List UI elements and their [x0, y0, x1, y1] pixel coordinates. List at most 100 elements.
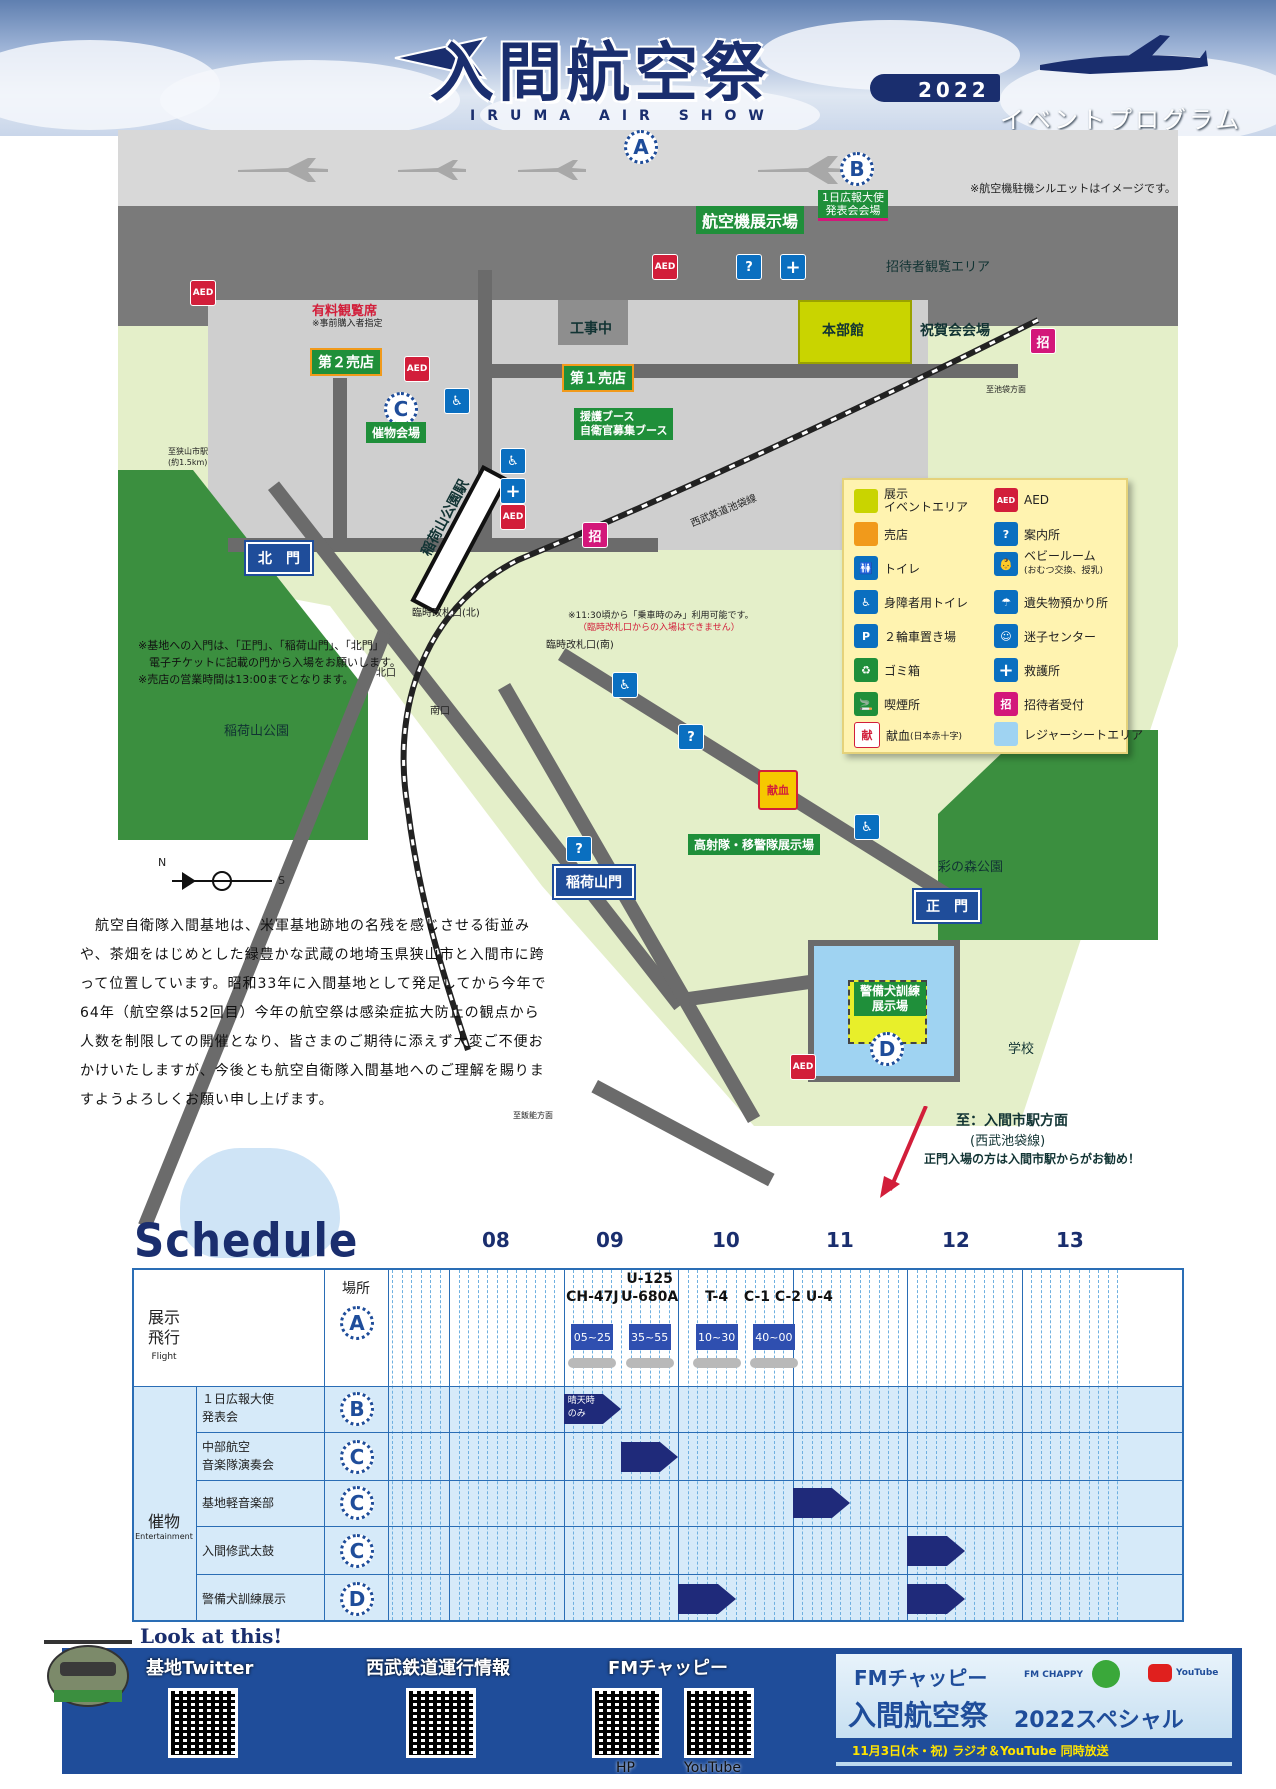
lost-found-icon: ☂ — [994, 590, 1018, 614]
qr-title: FMチャッピー — [608, 1658, 729, 1679]
place-marker-a: A — [340, 1306, 374, 1340]
seibu-qr-code[interactable] — [406, 1688, 476, 1758]
grid-line — [735, 1270, 737, 1620]
marker-b: B — [840, 152, 874, 186]
paid-seats-label: 有料観覧席 — [312, 304, 378, 319]
aircraft-display-label: 航空機展示場 — [696, 206, 805, 234]
grid-line — [1040, 1270, 1042, 1620]
shop-swatch — [854, 522, 878, 546]
fm-youtube-qr-code[interactable] — [684, 1688, 754, 1758]
grid-line — [1098, 1270, 1100, 1620]
grid-line — [830, 1270, 832, 1620]
event-label: １日広報大使 発表会 — [202, 1392, 275, 1424]
blood-donation-icon: 献 — [854, 722, 880, 748]
grid-line — [516, 1270, 518, 1620]
flight-aircraft-name: CH-47J — [566, 1289, 619, 1305]
grid-line — [916, 1270, 918, 1620]
legend-item: ☺迷子センター — [994, 624, 1096, 648]
info-icon: ? — [994, 522, 1018, 546]
grid-line — [1031, 1270, 1033, 1620]
schedule-bar — [907, 1536, 965, 1566]
grid-line — [535, 1270, 537, 1620]
event-label: 入間修武太鼓 — [202, 1544, 275, 1558]
grid-line — [563, 1270, 565, 1620]
lost-child-icon: ☺ — [994, 624, 1018, 648]
jet-silhouette-icon — [394, 36, 488, 80]
headquarters-label: 本部館 — [822, 323, 864, 339]
divider — [388, 1270, 389, 1620]
schedule-bar-body — [907, 1584, 947, 1614]
temp-exit-north-label: 臨時改札口(北) — [412, 608, 480, 619]
grid-line — [935, 1270, 937, 1620]
fm-special-banner[interactable]: FMチャッピー FM CHAPPY YouTube 入間航空祭 2022スペシャ… — [836, 1654, 1232, 1766]
place-marker: C — [340, 1440, 374, 1474]
grid-line — [678, 1270, 680, 1620]
grid-line — [582, 1270, 584, 1620]
schedule-grid — [134, 1270, 1182, 1620]
to-ikebukuro-label: 至池袋方面 — [986, 385, 1026, 394]
toilet-icon: 🚻 — [854, 556, 878, 580]
south-exit-label: 南口 — [430, 706, 450, 717]
grid-line — [850, 1270, 851, 1620]
schedule-bar-body — [907, 1536, 947, 1566]
grid-line — [859, 1270, 861, 1620]
grid-line — [1079, 1270, 1080, 1620]
aed-icon: AED — [790, 1054, 816, 1080]
ambassador-venue-label: 1日広報大使 発表会会場 — [818, 190, 888, 221]
grid-line — [964, 1270, 966, 1620]
aed-icon: AED — [652, 254, 678, 280]
shop1-label: 第１売店 — [562, 364, 634, 392]
accessible-toilet-icon: ♿ — [444, 388, 470, 414]
schedule-bar-body — [563, 1394, 603, 1424]
look-at-this-title: Look at this! — [140, 1624, 283, 1648]
grid-line — [983, 1270, 985, 1620]
direction-arrow-icon — [880, 1106, 928, 1198]
schedule-bar-tip — [717, 1584, 736, 1614]
gate-note-line: 電子チケットに記載の門から入場をお願いします。 — [138, 656, 401, 669]
schedule-bar — [907, 1584, 965, 1614]
legend-item: ♻ゴミ箱 — [854, 658, 920, 682]
schedule-table: 展示 飛行 Flight 催物 Entertainment 場所 A １日広報大… — [132, 1268, 1184, 1622]
hour-label: 10 — [712, 1228, 740, 1252]
grid-line — [897, 1270, 899, 1620]
grid-line — [888, 1270, 890, 1620]
guest-reception-icon: 招 — [994, 692, 1018, 716]
main-gate: 正 門 — [914, 890, 980, 922]
grid-line — [811, 1270, 813, 1620]
schedule-bar-tip — [603, 1394, 621, 1424]
accessible-toilet-icon: ♿ — [500, 448, 526, 474]
first-aid-icon: + — [780, 254, 806, 280]
grid-line — [1012, 1270, 1014, 1620]
divider — [196, 1574, 1182, 1575]
hour-label: 08 — [482, 1228, 510, 1252]
legend-item: ☂遺失物預かり所 — [994, 590, 1108, 614]
grid-line — [573, 1270, 575, 1620]
transport-plane-icon — [1040, 35, 1208, 74]
legend-item: 献献血(日本赤十字) — [854, 722, 962, 748]
exit-note-2: （臨時改札口からの入場はできません） — [578, 623, 740, 633]
grid-line — [525, 1270, 527, 1620]
info-icon: ? — [678, 724, 704, 750]
place-marker: D — [340, 1582, 374, 1616]
legend-item: 🚬喫煙所 — [854, 692, 920, 716]
booth-label: 援護ブース 自衛官募集ブース — [574, 408, 674, 440]
schedule-bar-note: 晴天時 のみ — [567, 1396, 595, 1419]
grid-line — [1069, 1270, 1071, 1620]
guest-reception-icon: 招 — [1030, 328, 1056, 354]
fm-hp-qr-code[interactable] — [592, 1688, 662, 1758]
event-label: 中部航空 音楽隊演奏会 — [202, 1440, 275, 1472]
grid-line — [392, 1270, 393, 1620]
venue-map: 稲荷山公園駅 A B C D ※航空機駐機シルエットはイメージです。 航空機展示… — [118, 130, 1178, 1230]
accessible-toilet-icon: ♿ — [854, 590, 878, 614]
twitter-qr-code[interactable] — [168, 1688, 238, 1758]
schedule-bar — [792, 1488, 850, 1518]
schedule-title: Schedule — [134, 1213, 359, 1268]
grid-line — [1107, 1270, 1109, 1620]
schedule-bar-body — [621, 1442, 661, 1472]
headquarters-building — [798, 300, 912, 364]
legend-item: 招招待者受付 — [994, 692, 1084, 716]
qr-sub: YouTube — [684, 1760, 741, 1776]
banner-yt: YouTube — [1176, 1668, 1219, 1678]
trash-icon: ♻ — [854, 658, 878, 682]
schedule-bar-tip — [660, 1442, 679, 1472]
